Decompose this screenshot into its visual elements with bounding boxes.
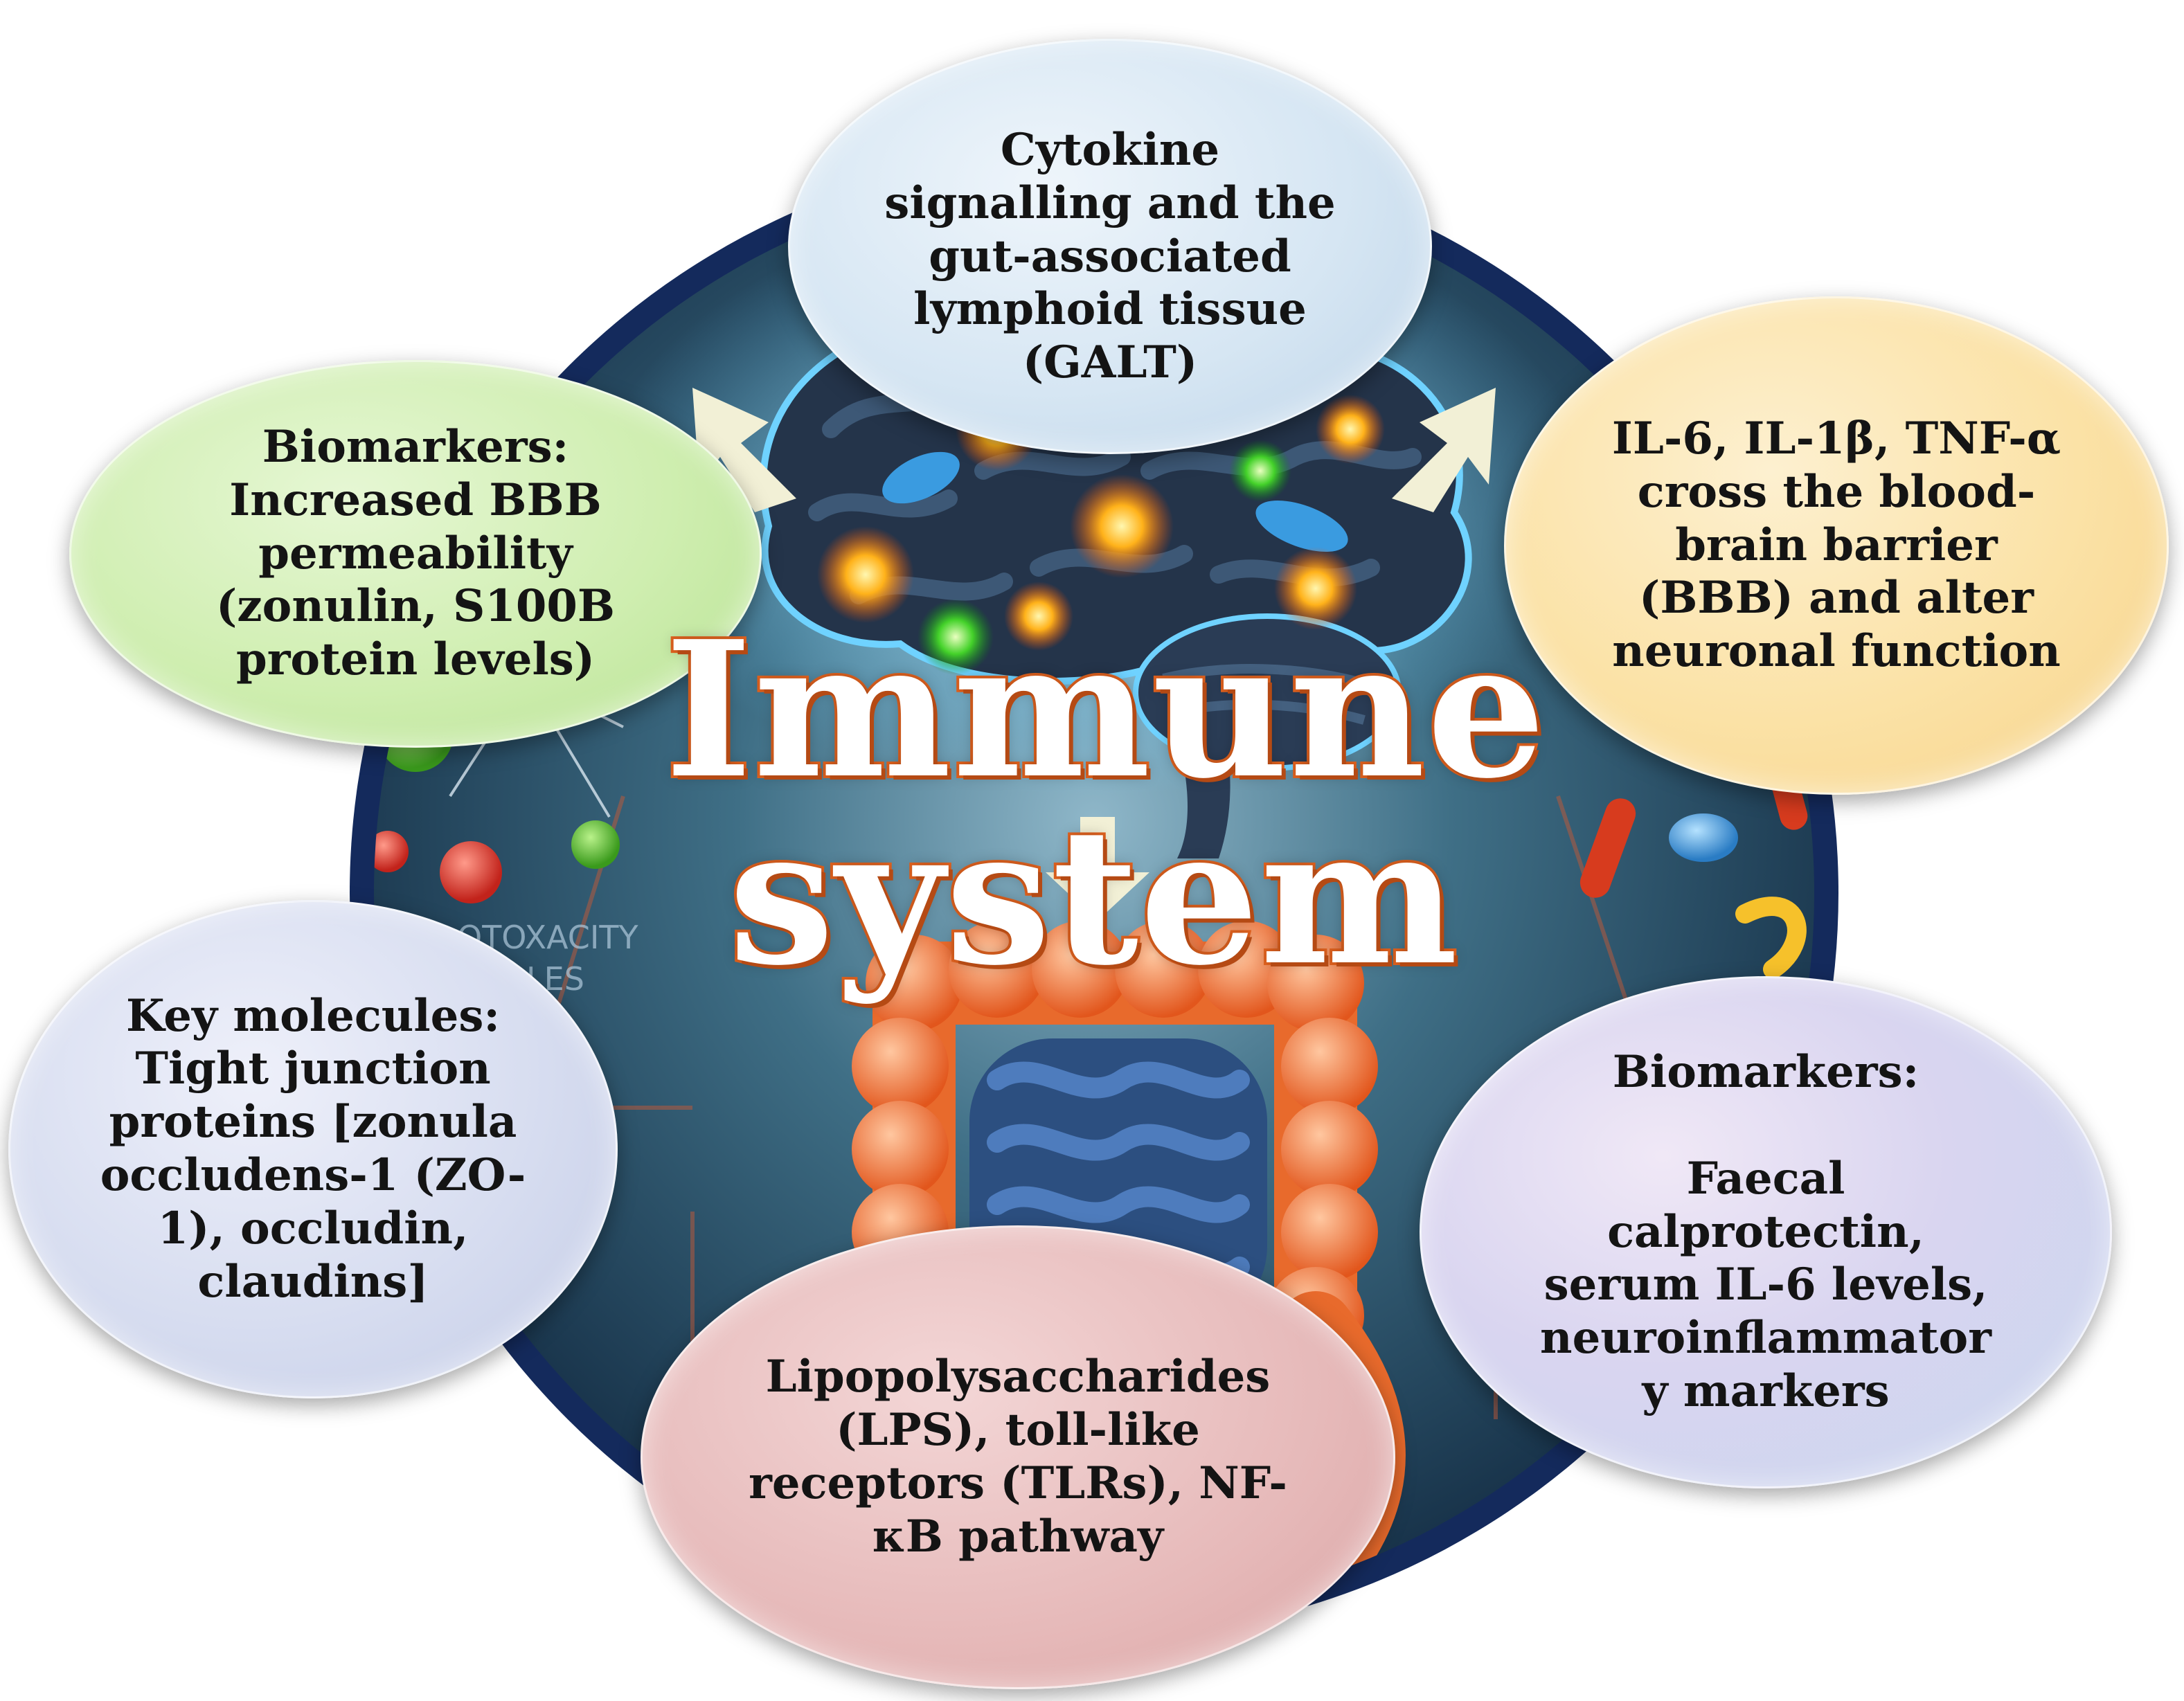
bubble-lps-tlr-text: Lipopolysaccharides (LPS), toll-like rec… [749,1351,1287,1563]
bubble-cytokine-galt-text: Cytokine signalling and the gut-associat… [884,124,1336,389]
bubble-gut-biomarkers: Biomarkers: Faecal calprotectin, serum I… [1420,976,2112,1488]
bubble-lps-tlr: Lipopolysaccharides (LPS), toll-like rec… [641,1225,1395,1689]
central-title: Immune system [662,600,1548,1007]
bubble-bbb-biomarkers-text: Biomarkers: Increased BBB permeability (… [216,421,615,686]
bubble-tight-junction: Key molecules: Tight junction proteins [… [8,900,618,1398]
bubble-tight-junction-text: Key molecules: Tight junction proteins [… [100,989,526,1308]
bubble-bbb-biomarkers: Biomarkers: Increased BBB permeability (… [69,360,762,748]
bubble-cytokines-bbb-text: IL-6, IL-1β, TNF-α cross the blood- brai… [1611,413,2061,678]
flow-arrows [692,388,1496,921]
bubble-cytokine-galt: Cytokine signalling and the gut-associat… [788,39,1432,454]
bubble-gut-biomarkers-text: Biomarkers: Faecal calprotectin, serum I… [1540,1046,1991,1417]
inflammation-sparks [817,350,1385,675]
bubble-cytokines-bbb: IL-6, IL-1β, TNF-α cross the blood- brai… [1504,296,2169,795]
